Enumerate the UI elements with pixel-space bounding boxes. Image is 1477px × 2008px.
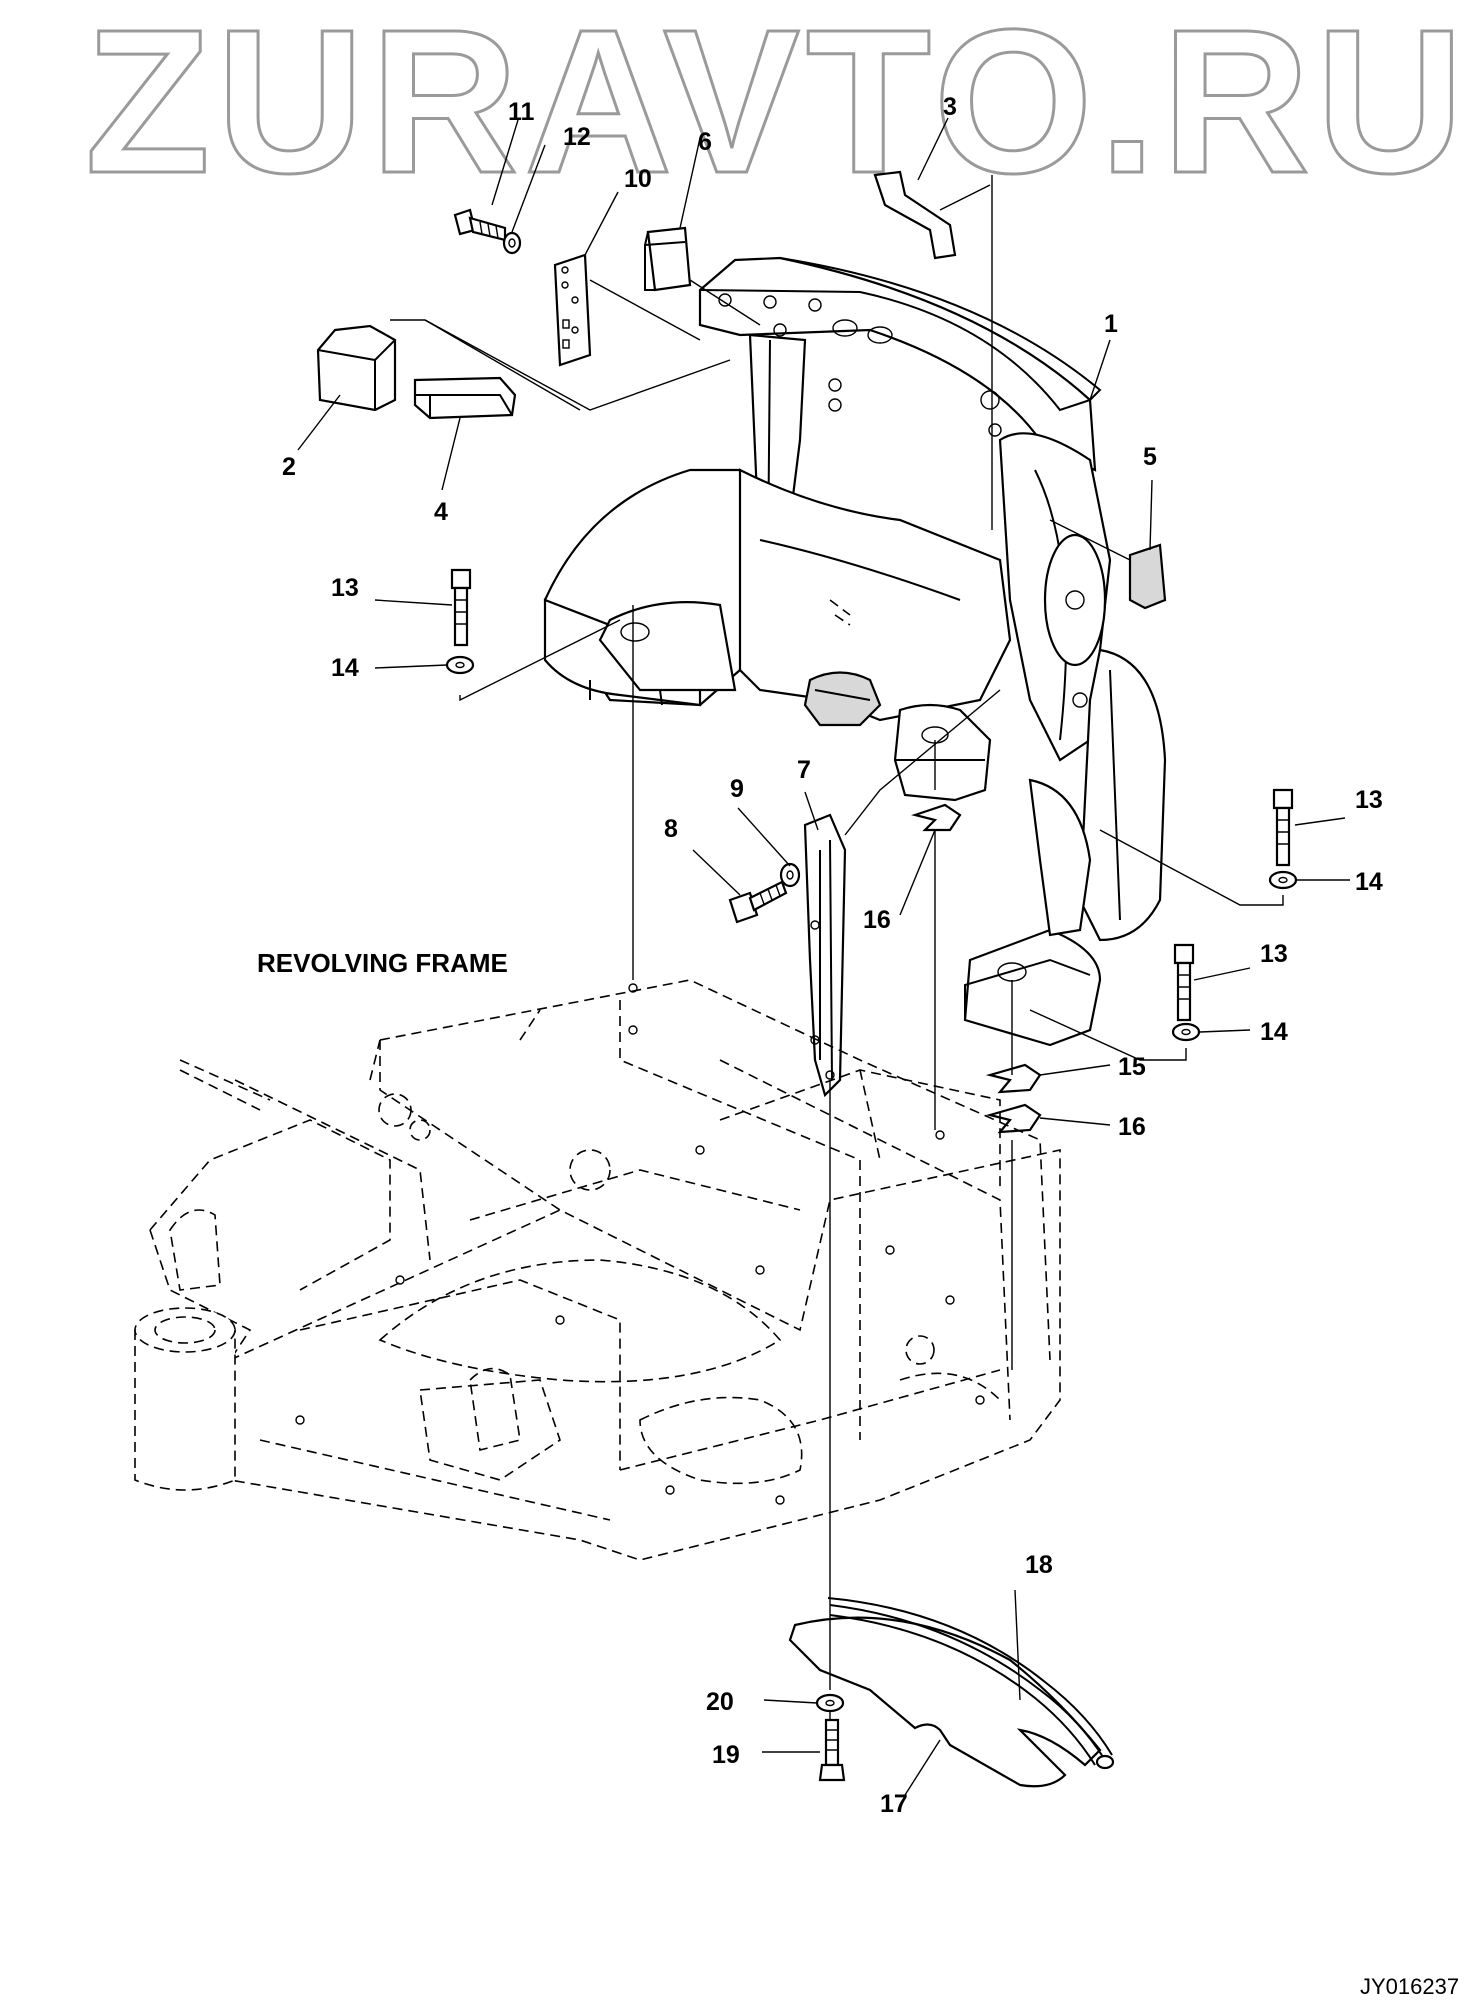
block-6 <box>644 226 692 292</box>
callout-19: 19 <box>712 1741 740 1769</box>
callout-11: 11 <box>508 98 535 126</box>
callout-1: 1 <box>1104 310 1118 338</box>
drawing-code: JY016237 <box>1360 1974 1459 1999</box>
shim-plate-4 <box>413 376 517 420</box>
callout-14d: 14 <box>1260 1018 1288 1046</box>
rubber-strip-18 <box>827 1597 1115 1770</box>
callout-2: 2 <box>282 453 296 481</box>
callout-6: 6 <box>698 128 712 156</box>
pad-5 <box>1128 543 1167 610</box>
callout-3: 3 <box>943 93 957 121</box>
callout-10: 10 <box>624 165 652 193</box>
callout-5: 5 <box>1143 443 1157 471</box>
mounting-plate-10 <box>553 253 592 367</box>
callout-7: 7 <box>797 756 811 784</box>
callout-14a: 14 <box>331 654 359 682</box>
washer-12 <box>502 231 522 255</box>
counterweight <box>543 256 1167 1047</box>
bolt-19 <box>818 1718 846 1782</box>
washer-14-right-lower <box>1171 1022 1201 1042</box>
callout-8: 8 <box>664 815 678 843</box>
bolt-13-right-lower <box>1173 943 1195 1022</box>
washer-20 <box>815 1693 845 1713</box>
washer-9 <box>779 862 801 888</box>
callouts: 1 2 3 4 5 6 7 8 9 10 11 12 13 14 13 14 1… <box>282 93 1383 1818</box>
shim-16-lower <box>985 1103 1042 1134</box>
bolt-8 <box>728 880 788 924</box>
assembly-lines <box>297 117 1350 1796</box>
callout-18: 18 <box>1025 1551 1053 1579</box>
bracket-3 <box>873 170 957 260</box>
washer-14-left <box>445 655 475 675</box>
bolt-11 <box>453 208 507 242</box>
callout-14b: 14 <box>1355 868 1383 896</box>
frame-label: REVOLVING FRAME <box>257 948 508 978</box>
watermark: ZURAVTO.RU <box>85 0 1470 216</box>
callout-13c: 13 <box>1260 940 1288 968</box>
side-plate-7 <box>803 813 847 1098</box>
undercover-17 <box>788 1616 1102 1788</box>
callout-4: 4 <box>434 498 448 526</box>
callout-20: 20 <box>706 1688 734 1716</box>
bolt-13-right-upper <box>1272 788 1294 867</box>
revolving-frame <box>134 979 1061 1561</box>
shim-block-2 <box>316 324 397 412</box>
callout-15: 15 <box>1118 1053 1146 1081</box>
shim-15 <box>985 1063 1042 1094</box>
callout-13a: 13 <box>331 574 359 602</box>
washer-14-right-upper <box>1268 870 1298 890</box>
callout-13b: 13 <box>1355 786 1383 814</box>
callout-17: 17 <box>880 1790 908 1818</box>
shim-16-upper <box>911 803 962 832</box>
callout-16b: 16 <box>1118 1113 1146 1141</box>
bolt-13-left <box>450 568 472 647</box>
callout-16a: 16 <box>863 906 891 934</box>
callout-9: 9 <box>730 775 744 803</box>
callout-12: 12 <box>563 123 591 151</box>
